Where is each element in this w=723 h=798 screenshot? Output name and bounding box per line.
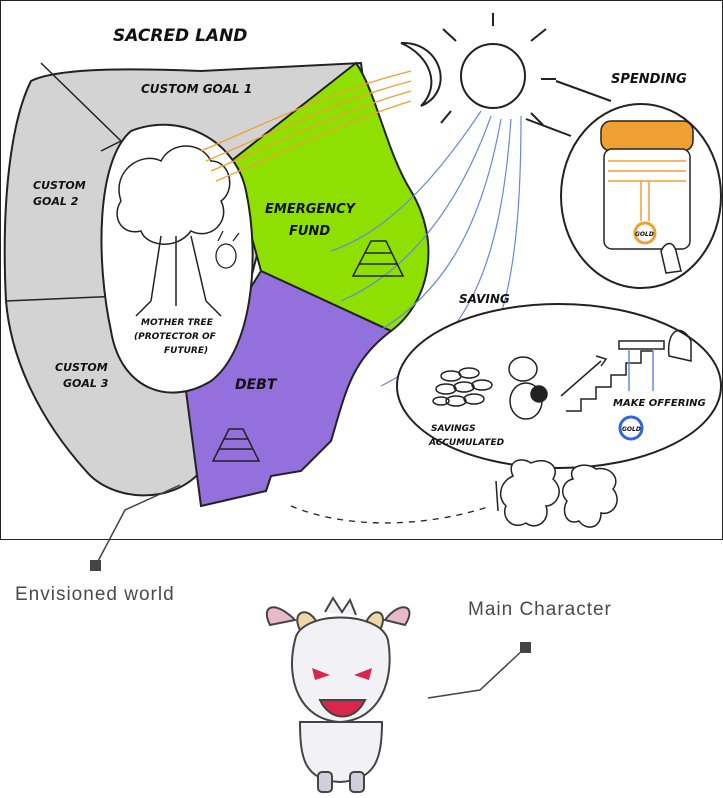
goat-icon [508,356,548,420]
sheep-figures-icon [495,459,618,528]
sun-icon [440,13,556,126]
orange-rays [200,70,412,182]
callout-marker-character [520,642,531,653]
label-spending: SPENDING [611,72,687,87]
caption-main-character: Main Character [468,599,612,620]
callout-marker-world [90,560,101,571]
sketch-svg: SACRED LAND CUSTOM GOAL 1 CUSTOM GOAL 2 … [3,13,722,528]
pyramid-icon [211,240,405,462]
sketch-title: SACRED LAND [113,26,247,46]
spending-coin-label: GOLD [635,231,654,238]
label-emergency-2: FUND [289,224,330,239]
label-custom-goal-2a: CUSTOM [33,179,86,192]
saving-coin-label: GOLD [622,426,641,433]
label-debt: DEBT [235,377,278,393]
saving-coin [618,415,644,441]
label-custom-goal-3a: CUSTOM [55,361,108,374]
mother-tree-icon [116,145,231,317]
label-make-offering: MAKE OFFERING [613,398,706,409]
label-custom-goal-1: CUSTOM GOAL 1 [141,82,252,96]
tree-label-3: FUTURE) [164,346,208,356]
dashed-path [290,505,492,524]
savings-accum-1: SAVINGS [431,424,476,434]
label-custom-goal-3b: GOAL 3 [63,377,109,390]
tree-label-2: (PROTECTOR OF [134,332,217,342]
savings-accum-2: ACCUMULATED [428,438,505,448]
label-emergency-1: EMERGENCY [265,202,357,217]
mother-tree-bubble [100,123,254,394]
tree-label-1: MOTHER TREE [141,318,214,328]
sketch-frame: SACRED LAND CUSTOM GOAL 1 CUSTOM GOAL 2 … [0,0,723,540]
caption-envisioned-world: Envisioned world [15,584,175,605]
coins-pile-icon [432,367,493,407]
jar-icon [600,120,694,274]
label-custom-goal-2b: GOAL 2 [33,195,79,208]
label-saving: SAVING [459,292,510,306]
small-goat-icon [215,230,240,269]
moon-icon [400,41,442,107]
stairs-icon [560,329,692,412]
character-goat-icon [265,596,411,793]
